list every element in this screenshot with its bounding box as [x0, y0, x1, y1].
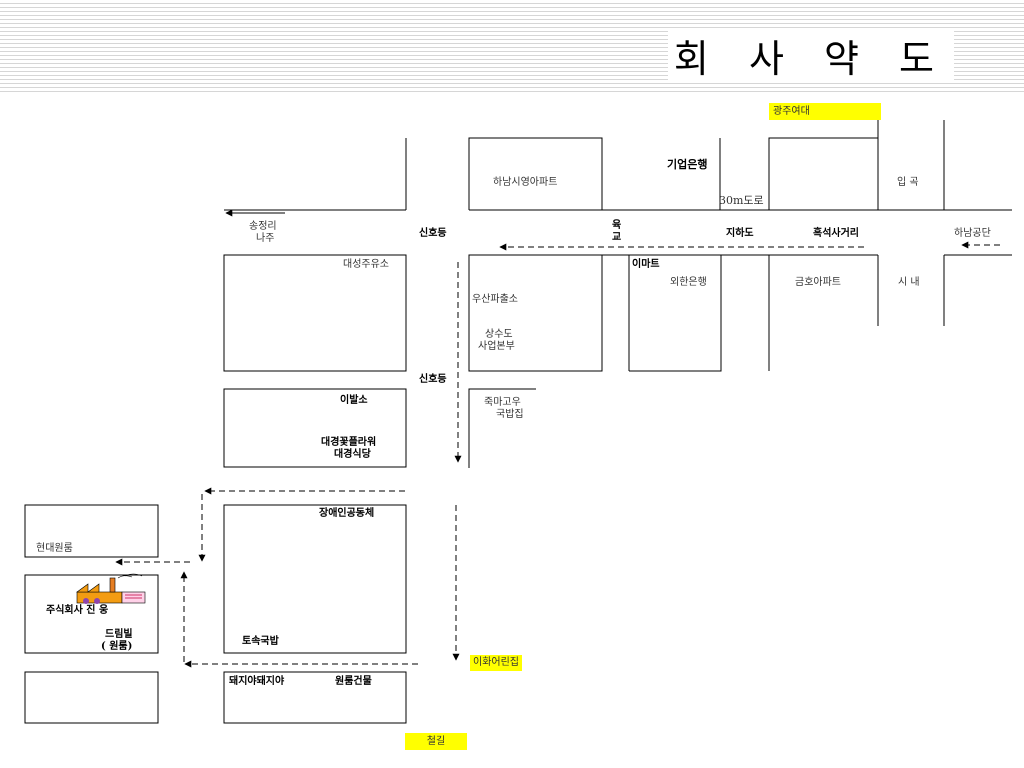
- label-water-1: 상수도: [485, 329, 513, 340]
- label-hanam-apt: 하남시영아파트: [493, 177, 558, 188]
- label-heukseok: 흑석사거리: [813, 228, 859, 239]
- label-yukgyo-2: 교: [612, 232, 622, 243]
- block-jukmago: [468, 388, 536, 468]
- factory-icon: [76, 573, 146, 604]
- block-company: [24, 574, 159, 654]
- label-foreign-bank: 외한은행: [670, 277, 707, 288]
- block-daesung: [223, 254, 407, 372]
- block-emart: [628, 254, 722, 372]
- label-ipgok: 입 곡: [897, 177, 919, 188]
- block-usan: [468, 254, 603, 372]
- label-oneroom-bldg: 원룸건물: [335, 676, 372, 687]
- label-gieop-bank: 기업은행: [667, 158, 708, 171]
- block-barber: [223, 388, 407, 468]
- label-naju: 나주: [256, 233, 275, 244]
- label-disabled-community: 장애인공동체: [319, 508, 375, 519]
- label-barber: 이발소: [340, 395, 368, 406]
- label-yukgyo-1: 육: [612, 220, 622, 231]
- block-pig: [223, 671, 407, 724]
- label-water-2: 사업본부: [478, 341, 515, 352]
- page-title: 회 사 약 도: [667, 28, 954, 83]
- label-daesung-gas: 대성주유소: [343, 259, 389, 270]
- label-company: 주식회사 진 웅: [46, 605, 109, 616]
- label-jukmago-1: 죽마고우: [484, 397, 521, 408]
- label-geumho-apt: 금호아파트: [795, 277, 841, 288]
- label-underpass: 지하도: [726, 228, 754, 239]
- building-hanam-apt: [468, 137, 603, 210]
- label-hanam-industrial: 하남공단: [954, 228, 991, 239]
- label-downtown: 시 내: [898, 277, 920, 288]
- label-usan-police: 우산파출소: [472, 294, 518, 305]
- block-hyundai: [24, 504, 159, 558]
- label-hyundai-oneroom: 현대원룸: [36, 543, 73, 554]
- block-disabled-community: [223, 504, 407, 654]
- label-dream-2: ( 원룸): [101, 641, 133, 652]
- label-dream-1: 드림빌: [105, 629, 133, 640]
- label-pig: 돼지야돼지야: [229, 676, 285, 687]
- label-jukmago-2: 국밥집: [496, 409, 524, 420]
- label-tosok: 토속국밥: [242, 636, 279, 647]
- building-block: [768, 137, 879, 210]
- label-signal-2: 신호등: [419, 374, 447, 385]
- label-flower-2: 대경식당: [334, 449, 371, 460]
- label-gwangju-yeodae: 광주여대: [769, 103, 881, 120]
- label-road-30m: 30m도로: [719, 194, 764, 207]
- label-signal-1: 신호등: [419, 228, 447, 239]
- label-flower-1: 대경꽃플라워: [321, 437, 377, 448]
- label-ihwa: 이화어린집: [470, 655, 522, 671]
- label-emart: 이마트: [632, 259, 660, 270]
- block-empty: [24, 671, 159, 724]
- label-songjeong: 송정리: [249, 221, 277, 232]
- label-railroad: 철길: [405, 733, 467, 750]
